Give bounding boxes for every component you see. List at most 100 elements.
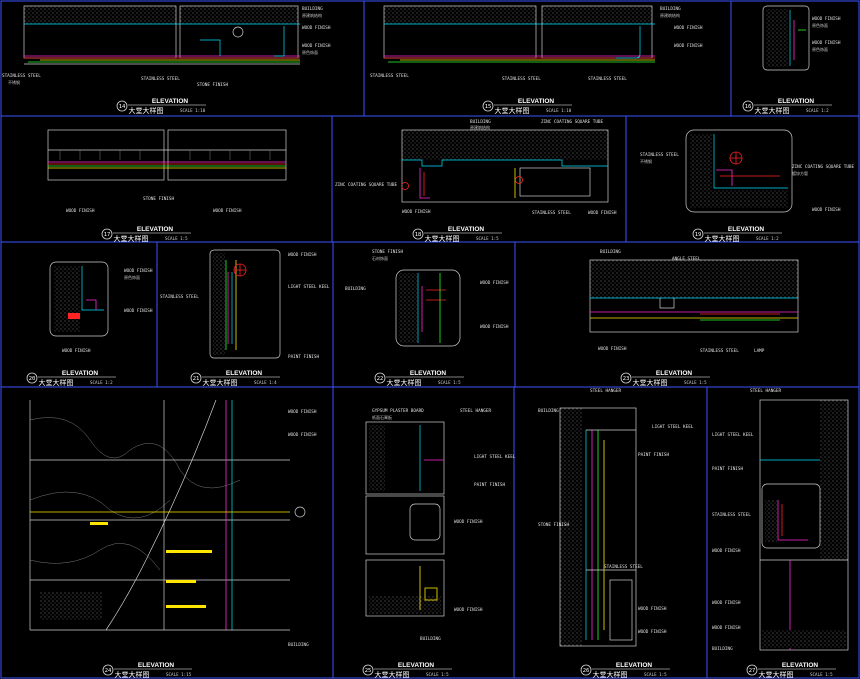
callout-text: STAINLESS STEEL (141, 76, 180, 82)
scale-label: SCALE 1:15 (166, 672, 192, 677)
detail-number: 14 (119, 104, 126, 110)
elevation-title: ELEVATION (778, 98, 815, 105)
callout-text: WOOD FINISH (480, 324, 509, 330)
detail-number-badge: 18 (412, 228, 424, 240)
callout-text: BUILDING (470, 119, 491, 125)
callout-text: WOOD FINISH (480, 280, 509, 286)
callout-text: STEEL HANGER (460, 408, 491, 414)
scale-label: SCALE 1:2 (806, 108, 829, 113)
detail-number-badge: 22 (374, 372, 386, 384)
detail-number-badge: 17 (101, 228, 113, 240)
elevation-title: ELEVATION (137, 226, 174, 233)
detail-number-badge: 23 (620, 372, 632, 384)
callout-text: LIGHT STEEL KEEL (712, 432, 754, 438)
detail-number: 26 (583, 668, 590, 674)
callout-text: STAINLESS STEEL (370, 73, 409, 79)
callout-text: STAINLESS STEEL (604, 564, 643, 570)
elevation-title: ELEVATION (616, 662, 653, 669)
detail-22-drawing: STONE FINISH 石材饰面 BUILDING WOOD FINISH W… (345, 249, 509, 347)
callout-text: WOOD FINISH (288, 432, 317, 438)
callout-text: WOOD FINISH (454, 519, 483, 525)
callout-text: STAINLESS STEEL (532, 210, 571, 216)
chinese-title: 大堂大样图 (39, 378, 74, 387)
detail-number-badge: 15 (482, 100, 494, 112)
scale-label: SCALE 1:5 (426, 672, 449, 677)
callout-text: STAINLESS STEEL (588, 76, 627, 82)
chinese-title: 大堂大样图 (115, 670, 150, 679)
callout-text: STAINLESS STEEL (640, 152, 679, 158)
scale-label: SCALE 1:10 (546, 108, 572, 113)
callout-text: WOOD FINISH (288, 252, 317, 258)
callout-text: STONE FINISH (538, 522, 569, 528)
chinese-title: 大堂大样图 (755, 106, 790, 115)
chinese-title: 大堂大样图 (387, 378, 422, 387)
chinese-title: 大堂大样图 (759, 670, 794, 679)
detail-number: 19 (695, 232, 702, 238)
callout-text: WOOD FINISH (213, 208, 242, 214)
callout-text: ZINC COATING SQUARE TUBE (792, 164, 854, 170)
elevation-title: ELEVATION (410, 370, 447, 377)
callout-text: LIGHT STEEL KEEL (474, 454, 516, 460)
detail-25-drawing: GYPSUM PLASTER BOARD 纸面石膏板 STEEL HANGER … (365, 408, 516, 642)
elevation-title: ELEVATION (62, 370, 99, 377)
callout-text: WOOD FINISH (588, 210, 617, 216)
detail-24-drawing: WOOD FINISH WOOD FINISH BUILDING (29, 399, 317, 648)
elevation-title: ELEVATION (448, 226, 485, 233)
detail-number-badge: 14 (116, 100, 128, 112)
callout-text: STEEL HANGER (750, 388, 781, 394)
callout-text: WOOD FINISH (454, 607, 483, 613)
callout-text: BUILDING (600, 249, 621, 255)
callout-text: WOOD FINISH (712, 625, 741, 631)
callout-text: ZINC COATING SQUARE TUBE (541, 119, 603, 125)
callout-text: WOOD FINISH (674, 25, 703, 31)
chinese-title: 大堂大样图 (633, 378, 668, 387)
detail-number-badge: 25 (362, 664, 374, 676)
callout-text: WOOD FINISH (812, 16, 841, 22)
scale-label: SCALE 1:5 (438, 380, 461, 385)
callout-text: WOOD FINISH (402, 209, 431, 215)
detail-number: 24 (105, 668, 112, 674)
detail-number: 20 (29, 376, 36, 382)
detail-number-badge: 16 (742, 100, 754, 112)
scale-label: SCALE 1:5 (810, 672, 833, 677)
chinese-title: 大堂大样图 (495, 106, 530, 115)
detail-15-drawing: STAINLESS STEEL STAINLESS STEEL STAINLES… (370, 5, 703, 82)
callout-text: STONE FINISH (197, 82, 228, 88)
detail-number: 22 (377, 376, 384, 382)
callout-text-cn: 镀锌方管 (792, 170, 808, 176)
detail-number-badge: 21 (190, 372, 202, 384)
elevation-title: ELEVATION (138, 662, 175, 669)
chinese-title: 大堂大样图 (114, 234, 149, 243)
callout-text: WOOD FINISH (598, 346, 627, 352)
callout-text: LIGHT STEEL KEEL (652, 424, 694, 430)
callout-text: STAINLESS STEEL (2, 73, 41, 79)
callout-text: WOOD FINISH (674, 43, 703, 49)
callout-text: BUILDING (660, 6, 681, 12)
callout-text: WOOD FINISH (62, 348, 91, 354)
callout-text: STAINLESS STEEL (700, 348, 739, 354)
callout-text: WOOD FINISH (812, 40, 841, 46)
detail-16-drawing: WOOD FINISH 原色饰面 WOOD FINISH 原色饰面 (762, 5, 841, 71)
callout-text-cn: 原建筑结构 (660, 12, 680, 18)
callout-text: PAINT FINISH (638, 452, 669, 458)
callout-text: BUILDING (420, 636, 441, 642)
detail-number: 25 (365, 668, 372, 674)
detail-number: 17 (104, 232, 111, 238)
callout-text-cn: 不锈钢 (8, 79, 20, 85)
callout-text: STONE FINISH (372, 249, 403, 255)
callout-text: PAINT FINISH (712, 466, 743, 472)
callout-text: WOOD FINISH (712, 600, 741, 606)
scale-label: SCALE 1:4 (254, 380, 277, 385)
chinese-title: 大堂大样图 (705, 234, 740, 243)
callout-text: WOOD FINISH (302, 25, 331, 31)
detail-19-drawing: STAINLESS STEEL 不锈钢 ZINC COATING SQUARE … (640, 129, 854, 213)
callout-text: WOOD FINISH (124, 308, 153, 314)
